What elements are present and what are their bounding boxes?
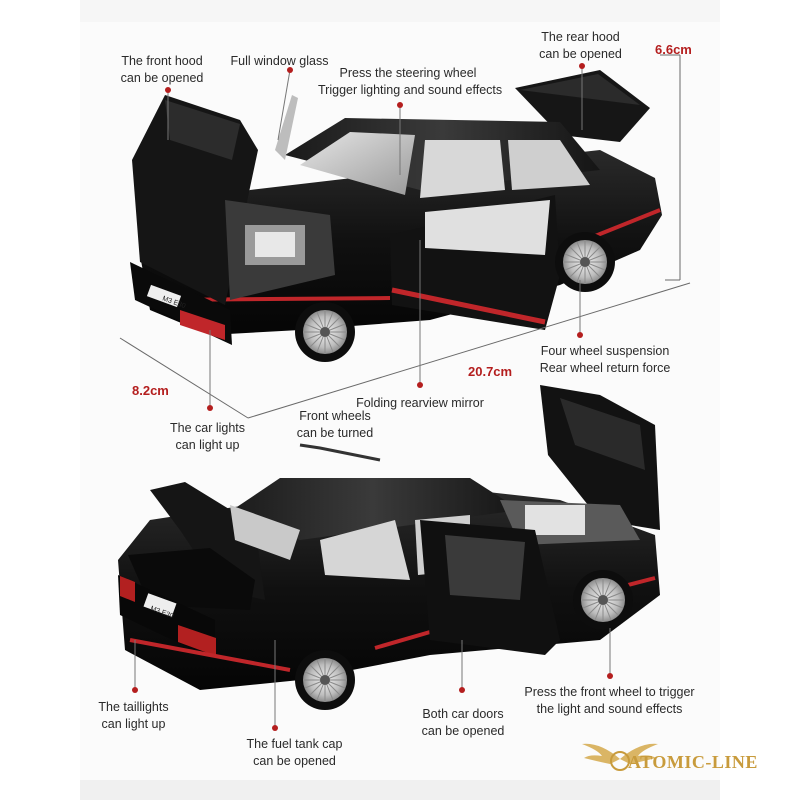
top-car xyxy=(130,70,662,363)
wings-logo-icon xyxy=(582,743,658,771)
top-strip xyxy=(80,0,720,22)
watermark-text: ATOMIC-LINE xyxy=(628,752,758,772)
callout-window-glass: Full window glass xyxy=(230,54,329,68)
callout-rearview-mirror: Folding rearview mirror xyxy=(356,396,484,410)
leader-lines xyxy=(132,63,613,731)
dimension-height: 6.6cm xyxy=(655,42,692,57)
bottom-strip xyxy=(80,780,720,800)
bottom-car xyxy=(118,385,660,711)
dimension-lines xyxy=(119,54,691,419)
dimension-width: 8.2cm xyxy=(132,383,169,398)
dimension-length: 20.7cm xyxy=(468,364,513,379)
